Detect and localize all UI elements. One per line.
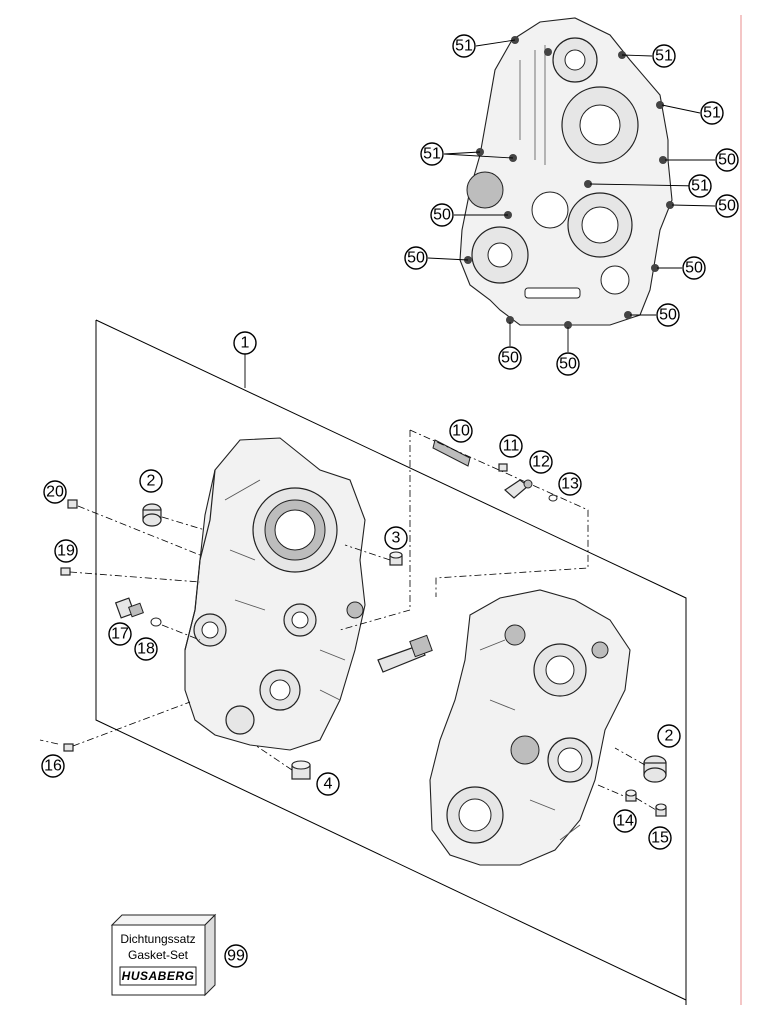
gasket-box-line2: Gasket-Set bbox=[128, 948, 189, 962]
callout-50-bottom-center[interactable]: 50 bbox=[556, 352, 580, 376]
leader-20 bbox=[77, 505, 201, 556]
callout-label: 16 bbox=[44, 758, 62, 775]
bushing-part-2-right bbox=[643, 755, 667, 783]
callout-label: 10 bbox=[452, 423, 470, 440]
gasket-box-line1: Dichtungssatz bbox=[120, 932, 195, 946]
callout-label: 50 bbox=[433, 207, 451, 224]
bearing-shaft bbox=[377, 634, 433, 673]
jet-part-19 bbox=[60, 567, 71, 576]
crankcase-right-half bbox=[429, 589, 631, 866]
callout-4[interactable]: 4 bbox=[316, 772, 340, 796]
callout-label: 12 bbox=[532, 454, 550, 471]
callout-label: 3 bbox=[392, 530, 401, 547]
callout-label: 50 bbox=[659, 307, 677, 324]
callout-label: 51 bbox=[691, 178, 709, 195]
leader-19 bbox=[69, 571, 201, 583]
callout-51-top-right[interactable]: 51 bbox=[652, 44, 676, 68]
callout-19[interactable]: 19 bbox=[54, 539, 78, 563]
callout-14[interactable]: 14 bbox=[613, 809, 637, 833]
oring-part-13 bbox=[548, 494, 558, 502]
husaberg-logo: HUSABERG bbox=[122, 969, 195, 983]
callout-label: 1 bbox=[241, 335, 250, 352]
callout-label: 4 bbox=[324, 776, 333, 793]
leader-2-left bbox=[161, 516, 206, 531]
assembly-frame bbox=[95, 319, 687, 1005]
guide-rail-part-10 bbox=[432, 439, 471, 467]
callout-label: 20 bbox=[46, 484, 64, 501]
callout-50-right-lower[interactable]: 50 bbox=[682, 256, 706, 280]
callout-label: 50 bbox=[559, 356, 577, 373]
callout-label: 2 bbox=[147, 473, 156, 490]
dowel-part-4 bbox=[291, 760, 311, 780]
screw-part-17 bbox=[114, 597, 144, 619]
leader-17-18 bbox=[161, 624, 201, 641]
callout-label: 51 bbox=[703, 105, 721, 122]
callout-50-left-lower[interactable]: 50 bbox=[404, 246, 428, 270]
callout-label: 50 bbox=[718, 152, 736, 169]
callout-20[interactable]: 20 bbox=[43, 480, 67, 504]
callout-51-center-right[interactable]: 51 bbox=[688, 174, 712, 198]
callout-label: 19 bbox=[57, 543, 75, 560]
callout-1[interactable]: 1 bbox=[233, 331, 257, 355]
callout-13[interactable]: 13 bbox=[558, 472, 582, 496]
callout-51-top-left[interactable]: 51 bbox=[452, 34, 476, 58]
seal-ring-part-18 bbox=[150, 617, 162, 627]
callout-51-right[interactable]: 51 bbox=[700, 101, 724, 125]
callout-3[interactable]: 3 bbox=[384, 526, 408, 550]
leader-14-15 bbox=[597, 784, 657, 811]
pin-part-16 bbox=[63, 743, 74, 752]
callout-2-left[interactable]: 2 bbox=[139, 469, 163, 493]
callout-50-right-middle[interactable]: 50 bbox=[715, 194, 739, 218]
callout-15[interactable]: 15 bbox=[648, 826, 672, 850]
plug-part-14 bbox=[625, 789, 637, 802]
callout-50-left-upper[interactable]: 50 bbox=[430, 203, 454, 227]
leader-2-right bbox=[614, 747, 646, 766]
callout-11[interactable]: 11 bbox=[499, 434, 523, 458]
gasket-set-box[interactable]: Dichtungssatz Gasket-Set HUSABERG bbox=[110, 913, 217, 997]
sensor-part-12 bbox=[504, 479, 533, 499]
dash-frame-10 bbox=[339, 430, 411, 631]
dash-frame-10b bbox=[409, 429, 589, 597]
callout-50-right-upper[interactable]: 50 bbox=[715, 148, 739, 172]
callout-label: 18 bbox=[137, 641, 155, 658]
crankcase-left-half bbox=[184, 437, 366, 751]
callout-50-bottom-left[interactable]: 50 bbox=[498, 346, 522, 370]
callout-2-right[interactable]: 2 bbox=[657, 724, 681, 748]
dowel-part-3 bbox=[389, 551, 403, 566]
leader-16 bbox=[39, 701, 191, 747]
callout-label: 51 bbox=[455, 38, 473, 55]
plug-part-20 bbox=[67, 499, 78, 509]
callout-label: 2 bbox=[665, 728, 674, 745]
callout-label: 50 bbox=[501, 350, 519, 367]
plug-part-15 bbox=[655, 803, 667, 817]
callout-51-left[interactable]: 51 bbox=[420, 142, 444, 166]
screw-part-11 bbox=[498, 463, 508, 472]
callout-label: 50 bbox=[407, 250, 425, 267]
callout-18[interactable]: 18 bbox=[134, 637, 158, 661]
crankcase-bolt-layout bbox=[427, 17, 716, 352]
callout-label: 50 bbox=[718, 198, 736, 215]
callout-label: 51 bbox=[655, 48, 673, 65]
callout-label: 13 bbox=[561, 476, 579, 493]
callout-99[interactable]: 99 bbox=[224, 944, 248, 968]
callout-label: 11 bbox=[503, 438, 520, 455]
callout-16[interactable]: 16 bbox=[41, 754, 65, 778]
callout-label: 51 bbox=[423, 146, 441, 163]
callout-12[interactable]: 12 bbox=[529, 450, 553, 474]
callout-10[interactable]: 10 bbox=[449, 419, 473, 443]
callout-label: 14 bbox=[616, 813, 634, 830]
callout-17[interactable]: 17 bbox=[108, 622, 132, 646]
callout-label: 15 bbox=[651, 830, 669, 847]
callout-label: 17 bbox=[111, 626, 129, 643]
callout-label: 99 bbox=[227, 948, 245, 965]
callout-50-bottom-right[interactable]: 50 bbox=[656, 303, 680, 327]
bushing-part-2-left bbox=[142, 503, 162, 527]
callout-label: 50 bbox=[685, 260, 703, 277]
